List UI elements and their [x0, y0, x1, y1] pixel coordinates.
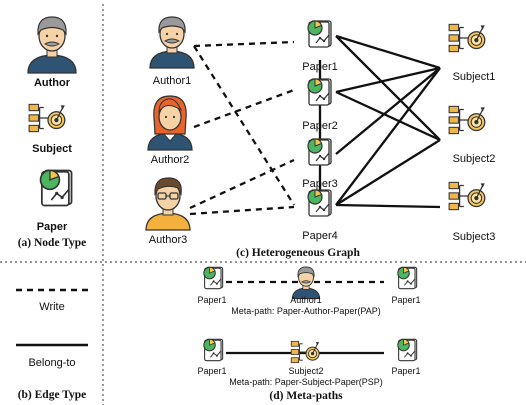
paper2-label: Paper2: [302, 120, 337, 132]
pap-left-label: Paper1: [197, 295, 226, 305]
edge-type-caption: (b) Edge Type: [18, 389, 87, 401]
write-edge: [189, 158, 295, 210]
write-edge: [193, 45, 295, 206]
belong-edge-label: Belong-to: [28, 357, 75, 369]
node-type-caption: (a) Node Type: [18, 237, 87, 249]
author2-icon: [147, 95, 193, 151]
subject2-label: Subject2: [453, 153, 496, 165]
belong-edge: [335, 67, 441, 155]
edge-type-panel: Write Belong-to (b) Edge Type: [16, 288, 88, 401]
meta-paths-caption: (d) Meta-paths: [269, 390, 343, 402]
pap-author-icon: [291, 266, 321, 300]
belong-edge: [335, 34, 441, 70]
paper1-label: Paper1: [302, 61, 337, 73]
author-legend-label: Author: [34, 77, 71, 89]
write-edge-label: Write: [39, 301, 64, 313]
node-type-panel: Author Subject Paper (a) Node Type: [18, 16, 87, 249]
belong-edge: [335, 66, 441, 94]
belong-edge: [335, 67, 441, 206]
paper4-label: Paper4: [302, 230, 337, 242]
author1-icon: [149, 16, 195, 69]
paper2-icon: [307, 78, 332, 106]
paper-legend-label: Paper: [37, 221, 68, 233]
write-edge: [193, 88, 295, 129]
write-edges: [189, 40, 295, 216]
psp-subject-icon: [290, 340, 320, 364]
subject-legend-label: Subject: [32, 143, 72, 155]
subject2-icon: [448, 105, 486, 135]
psp-middle-label: Subject2: [288, 366, 323, 376]
author-legend-icon: [27, 16, 77, 74]
pap-right-paper-icon: [397, 266, 418, 290]
psp-left-paper-icon: [203, 338, 224, 362]
subject1-label: Subject1: [453, 71, 496, 83]
graph-caption: (c) Heterogeneous Graph: [236, 247, 360, 259]
psp-meta-path-label: Meta-path: Paper-Subject-Paper(PSP): [229, 377, 383, 387]
belong-edge: [335, 90, 441, 142]
write-edge: [193, 40, 295, 48]
psp-right-label: Paper1: [391, 366, 420, 376]
paper4-icon: [307, 189, 332, 217]
meta-paths-panel: Paper1 Author1 Paper1 Meta-path: Paper-A…: [197, 266, 421, 402]
belong-edge: [335, 35, 441, 141]
author3-label: Author3: [149, 234, 188, 246]
paper3-label: Paper3: [302, 178, 337, 190]
author3-icon: [145, 177, 191, 231]
psp-left-label: Paper1: [197, 366, 226, 376]
pap-middle-label: Author1: [290, 295, 322, 305]
subject-legend-icon: [28, 103, 66, 133]
psp-right-paper-icon: [397, 338, 418, 362]
paper3-icon: [307, 138, 332, 166]
pap-left-paper-icon: [203, 266, 224, 290]
paper-legend-icon: [39, 169, 73, 207]
subject1-icon: [448, 23, 486, 53]
author1-label: Author1: [153, 75, 192, 87]
pap-right-label: Paper1: [391, 295, 420, 305]
subject3-icon: [448, 181, 486, 211]
belong-edges: [318, 34, 441, 209]
pap-meta-path-label: Meta-path: Paper-Author-Paper(PAP): [231, 306, 380, 316]
author2-label: Author2: [151, 154, 190, 166]
paper1-icon: [307, 20, 332, 48]
belong-edge: [335, 203, 441, 209]
subject3-label: Subject3: [453, 231, 496, 243]
write-edge: [189, 205, 295, 216]
graph-panel: Author1 Author2 Author3 Paper1 Paper2: [145, 16, 496, 259]
belong-edge: [335, 139, 441, 206]
